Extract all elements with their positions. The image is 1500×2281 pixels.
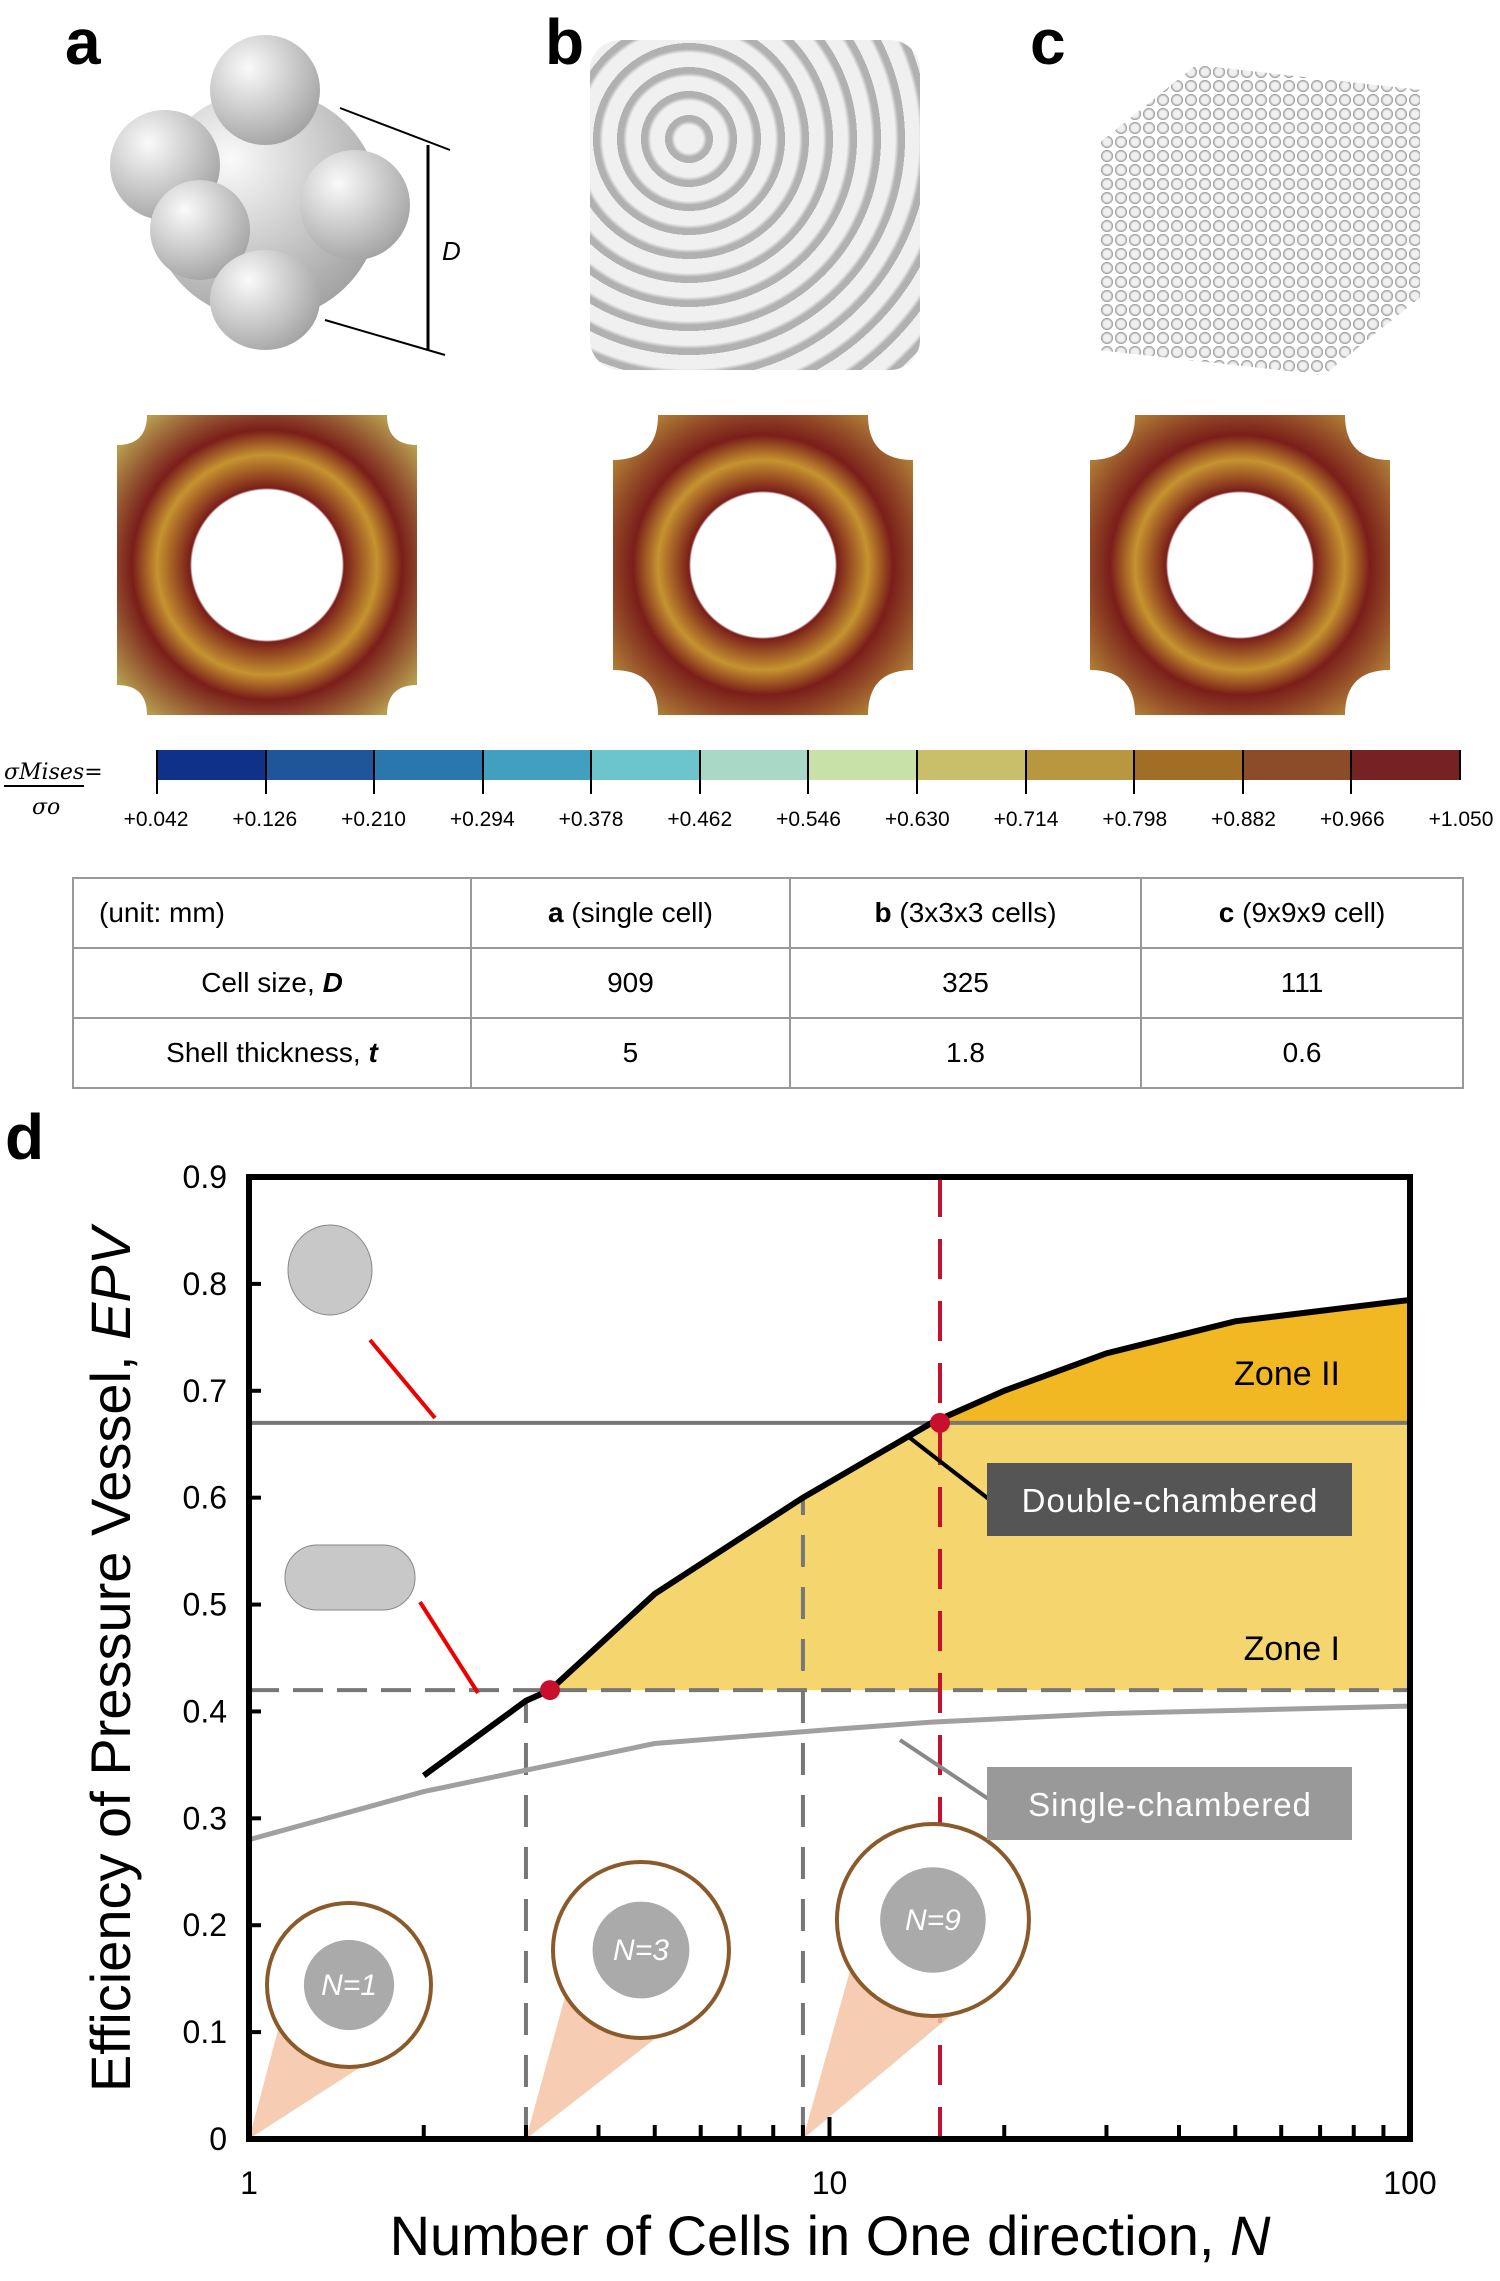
colorbar-segment <box>1024 750 1134 794</box>
y-tick-label: 0.5 <box>183 1587 227 1623</box>
colorbar-tick-label: +0.966 <box>1319 808 1385 831</box>
y-axis-label: Efficiency of Pressure Vessel, EPV <box>79 1223 142 2092</box>
panel-label-c: c <box>1030 6 1066 78</box>
colorbar-segment <box>916 750 1025 794</box>
single-chambered-box <box>987 1767 1352 1840</box>
inset-cone <box>249 2009 374 2139</box>
colorbar-segment <box>807 750 917 794</box>
zone-2-fill <box>549 1300 1410 1423</box>
inset-label: N=9 <box>905 1904 961 1937</box>
stress-map-b <box>613 415 913 715</box>
arrow-double <box>908 1436 992 1502</box>
inset-cell-render <box>303 1939 395 2031</box>
zone-1-label: Zone I <box>1244 1630 1340 1668</box>
red-arrow-cylinder <box>418 1600 480 1695</box>
colorbar-tick-label: +0.294 <box>449 808 515 831</box>
colorbar-tick-label: +0.882 <box>1211 808 1276 831</box>
inset-bubble <box>550 1860 731 2040</box>
colorbar-tick-label: +0.378 <box>558 808 624 831</box>
inset-label: N=3 <box>613 1934 669 1967</box>
x-tick-label: 1 <box>240 2165 258 2201</box>
svg-text:D: D <box>442 236 460 266</box>
inset-cell-render <box>592 1901 690 1999</box>
intersection-point <box>539 1680 560 1701</box>
colorbar-segment <box>1241 750 1351 794</box>
y-tick-label: 0 <box>209 2121 227 2157</box>
x-tick-label: 100 <box>1383 2165 1436 2201</box>
inset-bubble <box>265 1901 433 2069</box>
colorbar <box>156 750 1461 794</box>
dimension-d-a: D <box>324 107 460 356</box>
colorbar-tick-label: +0.126 <box>232 808 298 831</box>
colorbar-tick-label: +0.462 <box>667 808 733 831</box>
arrow-single <box>898 1738 992 1802</box>
colorbar-tick-label: +0.714 <box>993 808 1059 831</box>
spherical-vessel-icon <box>287 1224 373 1316</box>
y-tick-label: 0.2 <box>183 1907 227 1943</box>
colorbar-segment <box>264 750 374 794</box>
x-tick-label: 10 <box>812 2165 848 2201</box>
inset-cell-render <box>880 1867 986 1973</box>
colorbar-segment <box>373 750 482 794</box>
inset-cone <box>525 1976 668 2139</box>
double-chambered-curve <box>421 1296 1411 1778</box>
colorbar-segment <box>590 750 699 794</box>
colorbar-segment <box>481 750 591 794</box>
zone-1-fill <box>549 1422 1410 1691</box>
table-row: Cell size, D 909 325 111 <box>72 947 1464 1019</box>
colorbar-tick-label: +0.042 <box>123 808 189 831</box>
panel-label-b: b <box>545 6 585 78</box>
double-chambered-box <box>987 1463 1352 1536</box>
colorbar-tick-label: +0.210 <box>341 808 406 831</box>
intersection-point <box>929 1412 950 1433</box>
stress-map-a <box>117 415 417 715</box>
panel-label-d: d <box>5 1101 45 1173</box>
panel-label-a: a <box>65 6 101 78</box>
y-tick-label: 0.6 <box>183 1480 227 1516</box>
double-chambered-label: Double-chambered <box>1022 1482 1319 1519</box>
inset-bubble <box>834 1822 1031 2018</box>
y-tick-label: 0.8 <box>183 1266 227 1302</box>
colorbar-segment <box>1350 750 1461 794</box>
single-chambered-curve <box>248 1703 1411 1843</box>
3x3x3-cells-render <box>590 40 920 370</box>
plot-frame <box>246 1174 1413 2142</box>
inset-cone <box>802 1948 962 2139</box>
y-tick-label: 0.3 <box>183 1800 227 1836</box>
y-tick-label: 0.9 <box>183 1159 227 1195</box>
y-tick-label: 0.1 <box>183 2014 227 2050</box>
table-row: Shell thickness, t 5 1.8 0.6 <box>72 1017 1464 1089</box>
x-axis-label: Number of Cells in One direction, N <box>390 2204 1271 2267</box>
colorbar-segment <box>698 750 808 794</box>
colorbar-segment <box>156 750 265 794</box>
single-chambered-label: Single-chambered <box>1028 1786 1312 1823</box>
table-header-row: (unit: mm) a (single cell) b (3x3x3 cell… <box>72 877 1464 949</box>
y-tick-label: 0.7 <box>183 1373 227 1409</box>
red-arrow-sphere <box>368 1338 437 1420</box>
stress-map-c <box>1090 415 1390 715</box>
colorbar-segment <box>1133 750 1242 794</box>
9x9x9-cells-render <box>1100 65 1420 375</box>
colorbar-tick-label: +0.546 <box>776 808 841 831</box>
colorbar-label: σMises= σo <box>4 760 103 820</box>
zone-2-label: Zone II <box>1234 1355 1340 1393</box>
colorbar-tick-label: +1.050 <box>1428 808 1494 831</box>
parameters-table: (unit: mm) a (single cell) b (3x3x3 cell… <box>72 877 1464 1089</box>
inset-label: N=1 <box>321 1969 377 2002</box>
cylindrical-vessel-icon <box>284 1544 416 1611</box>
y-tick-label: 0.4 <box>183 1693 227 1729</box>
colorbar-tick-label: +0.798 <box>1102 808 1168 831</box>
colorbar-tick-label: +0.630 <box>884 808 950 831</box>
